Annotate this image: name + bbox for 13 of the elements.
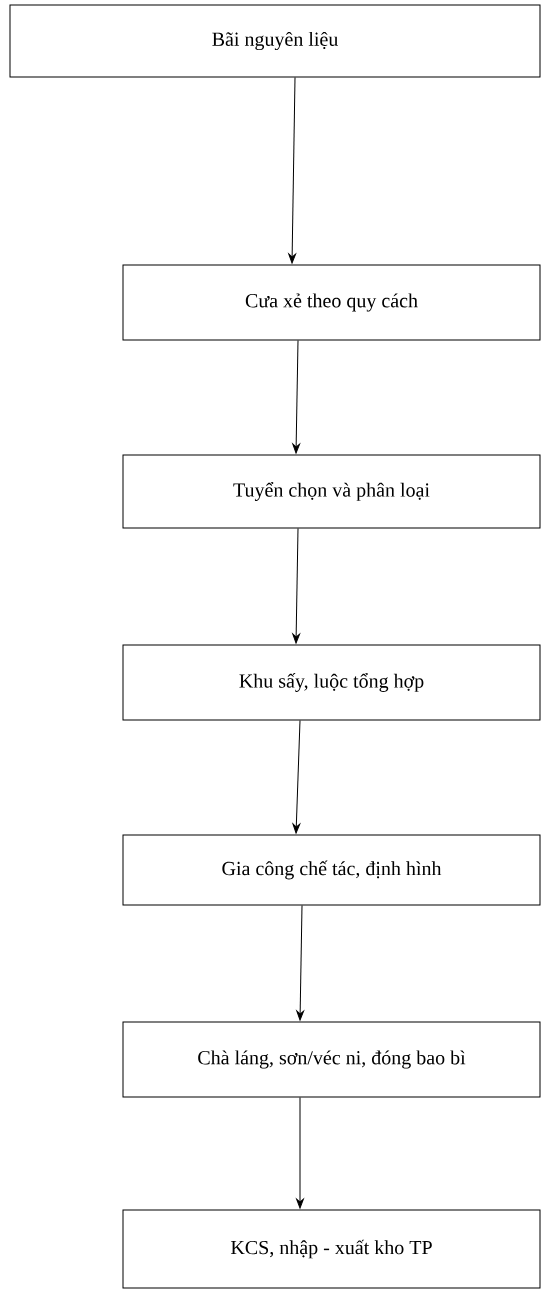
arrow [292,340,301,454]
process-box: Cưa xẻ theo quy cách [122,264,541,341]
process-box: Khu sấy, luộc tổng hợp [122,644,541,721]
arrow [296,905,305,1021]
process-box: Tuyển chọn và phân loại [122,454,541,529]
arrow [292,720,301,834]
process-box: Gia công chế tác, định hình [122,834,541,906]
process-box: Chà láng, sơn/véc ni, đóng bao bì [122,1021,541,1098]
arrow [296,1097,304,1209]
arrow [288,77,297,264]
process-box: KCS, nhập - xuất kho TP [122,1209,541,1289]
arrow [292,528,301,644]
process-box: Bãi nguyên liệu [9,4,541,78]
